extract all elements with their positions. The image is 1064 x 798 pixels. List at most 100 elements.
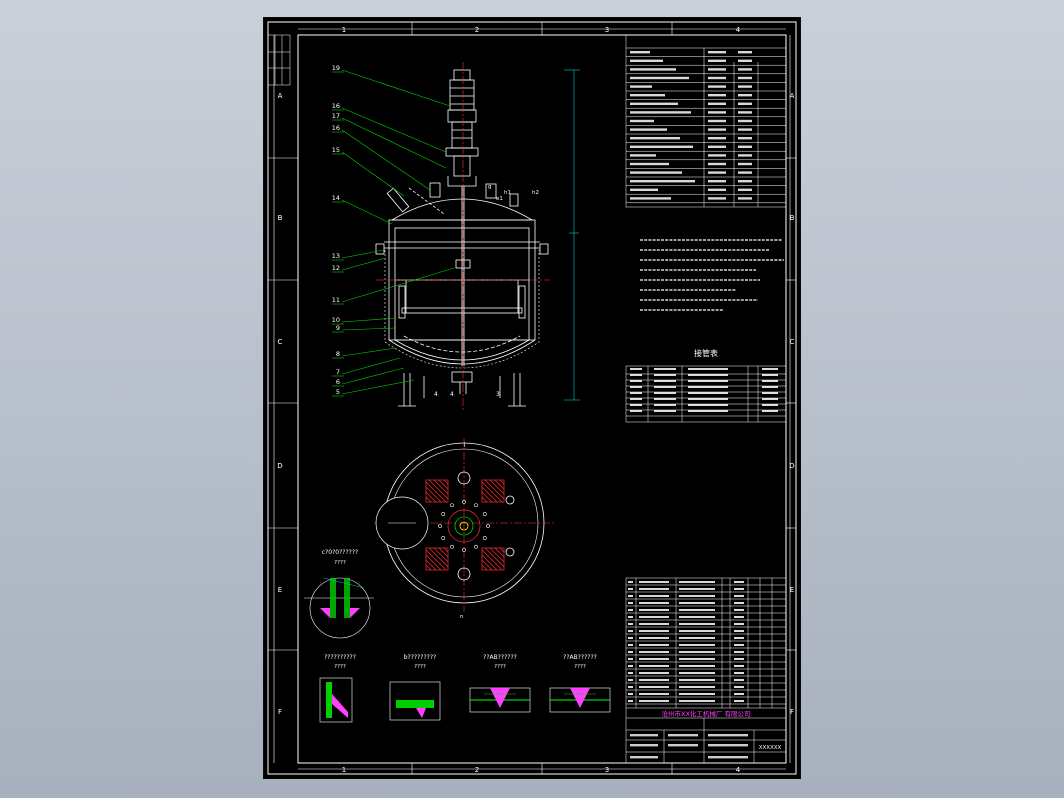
table-text-mark (734, 616, 744, 618)
nozzle-table-title: 接管表 (694, 348, 718, 358)
table-text-mark (708, 171, 726, 174)
hatched-lug (425, 479, 449, 503)
bolt-hole (462, 548, 466, 552)
table-text-mark (708, 162, 726, 166)
table-text-mark (734, 588, 744, 590)
table-text-mark (630, 154, 656, 157)
table-text-mark (708, 59, 726, 62)
table-text-mark (630, 398, 642, 400)
part-balloon: 13 (332, 252, 340, 260)
bolt-hole (474, 544, 478, 549)
part-leader (341, 357, 401, 375)
table-text-mark (734, 658, 744, 660)
table-text-mark (734, 630, 744, 632)
zone-row-label: A (278, 92, 283, 100)
zone-col-label: 4 (736, 766, 741, 774)
table-text-mark (630, 368, 642, 370)
table-text-mark (630, 119, 654, 123)
table-text-mark (734, 581, 744, 583)
table-text-mark (708, 85, 726, 88)
table-text-mark (679, 609, 715, 611)
table-text-mark (628, 658, 633, 660)
table-text-mark (639, 644, 669, 646)
table-text-mark (738, 188, 752, 191)
part-balloon: 9 (336, 324, 340, 332)
table-text-mark (688, 398, 728, 400)
table-text-mark (628, 602, 633, 604)
table-text-mark (630, 734, 658, 737)
table-text-mark (734, 644, 744, 646)
table-text-mark (679, 644, 715, 646)
table-text-mark (738, 171, 752, 174)
table-text-mark (679, 693, 715, 695)
zone-col-label: 2 (475, 766, 479, 774)
table-text-mark (639, 651, 669, 653)
table-text-mark (639, 616, 669, 618)
nozzle-tag: j (463, 442, 466, 448)
table-text-mark (762, 410, 778, 412)
table-text-mark (628, 672, 633, 674)
table-text-mark (639, 609, 669, 611)
nozzle-tag: g (488, 184, 492, 190)
table-text-mark (762, 392, 778, 394)
zone-col-label: 1 (342, 26, 346, 34)
section-subtitle: ???? (414, 664, 426, 670)
table-text-mark (654, 374, 676, 376)
table-text-mark (738, 85, 752, 88)
table-text-mark (738, 119, 752, 123)
part-balloon: 11 (332, 296, 340, 304)
table-text-mark (630, 171, 682, 174)
table-text-mark (628, 616, 633, 618)
table-text-mark (688, 374, 728, 376)
table-text-mark (654, 404, 676, 406)
table-text-mark (639, 630, 669, 632)
table-text-mark (734, 693, 744, 695)
reactor-plan-view (374, 438, 554, 612)
part-leader (341, 249, 385, 259)
table-text-mark (734, 651, 744, 653)
table-text-mark (738, 51, 752, 54)
table-text-mark (654, 392, 676, 394)
bolt-hole (450, 503, 454, 508)
table-text-mark (734, 679, 744, 681)
table-text-mark (738, 145, 752, 148)
part-leader (341, 327, 396, 331)
bolt-hole (441, 512, 446, 516)
company-name: 沧州市XX化工机械厂 有限公司 (662, 709, 751, 718)
part-leader (341, 199, 393, 225)
zone-row-label: D (789, 462, 794, 470)
table-text-mark (639, 658, 669, 660)
table-text-mark (738, 68, 752, 71)
table-text-mark (630, 145, 693, 148)
table-text-mark (630, 404, 642, 406)
part-leader (341, 69, 451, 107)
table-text-mark (639, 665, 669, 667)
table-text-mark (679, 651, 715, 653)
section-subtitle: ???? (334, 664, 346, 670)
table-text-mark (630, 410, 642, 412)
weld-section-detail: b????????????? (389, 654, 441, 721)
section-title: ??AB?????? (483, 654, 517, 661)
zone-col-label: 3 (605, 26, 609, 34)
detail-subtitle: ???? (334, 560, 346, 566)
drawing-number: XXXXXX (759, 745, 782, 751)
nozzle-tag: e1 (496, 196, 503, 202)
parts-list (625, 577, 787, 764)
part-leader (341, 151, 405, 197)
part-balloon: 6 (336, 378, 340, 386)
bolt-hole (438, 524, 442, 528)
table-text-mark (630, 188, 658, 191)
table-text-mark (679, 588, 715, 590)
table-text-mark (639, 686, 669, 688)
table-text-mark (688, 380, 728, 382)
table-text-mark (688, 368, 728, 370)
table-text-mark (708, 188, 726, 191)
hatched-lug (425, 547, 449, 571)
table-text-mark (762, 380, 778, 382)
bolt-hole (450, 544, 454, 549)
hatched-lug (481, 479, 505, 503)
table-text-mark (738, 102, 752, 105)
table-text-mark (628, 595, 633, 597)
